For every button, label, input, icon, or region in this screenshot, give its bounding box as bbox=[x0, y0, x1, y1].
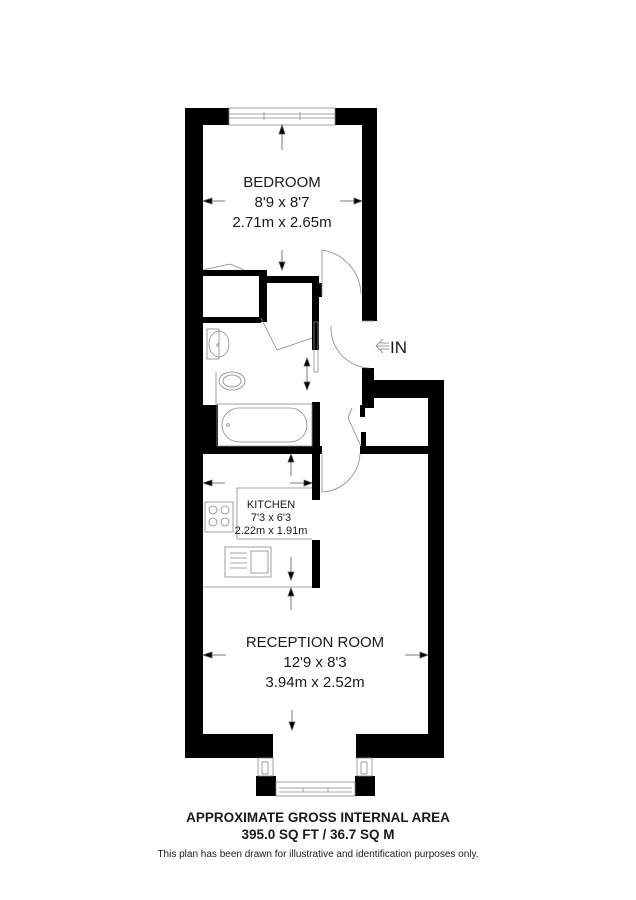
walls bbox=[185, 108, 444, 796]
worktop-line bbox=[236, 487, 312, 539]
room-name: RECEPTION ROOM bbox=[246, 634, 384, 651]
room-metric: 2.22m x 1.91m bbox=[235, 525, 308, 537]
area-value: 395.0 SQ FT / 36.7 SQ M bbox=[241, 827, 395, 842]
hob-icon bbox=[204, 501, 234, 533]
room-imperial: 8'9 x 8'7 bbox=[255, 194, 310, 211]
room-imperial: 12'9 x 8'3 bbox=[283, 654, 346, 671]
room-label-bedroom: BEDROOM 8'9 x 8'7 2.71m x 2.65m bbox=[232, 174, 331, 231]
room-name: KITCHEN bbox=[247, 499, 295, 511]
entrance-marker: IN bbox=[375, 338, 407, 357]
area-title: APPROXIMATE GROSS INTERNAL AREA bbox=[186, 810, 450, 825]
room-imperial: 7'3 x 6'3 bbox=[251, 512, 291, 524]
dimension-arrows bbox=[201, 123, 430, 732]
room-label-kitchen: KITCHEN 7'3 x 6'3 2.22m x 1.91m bbox=[235, 499, 308, 537]
room-label-reception: RECEPTION ROOM 12'9 x 8'3 3.94m x 2.52m bbox=[246, 634, 384, 691]
bathtub-icon bbox=[216, 403, 313, 447]
sink-icon bbox=[224, 546, 272, 578]
doors bbox=[202, 249, 374, 493]
toilet-icon bbox=[215, 371, 246, 405]
arrow-left-icon bbox=[375, 338, 389, 354]
windows bbox=[228, 107, 373, 797]
room-metric: 3.94m x 2.52m bbox=[265, 674, 364, 691]
entrance-label: IN bbox=[390, 338, 407, 357]
room-metric: 2.71m x 2.65m bbox=[232, 214, 331, 231]
basin-icon bbox=[206, 328, 230, 360]
disclaimer: This plan has been drawn for illustrativ… bbox=[157, 849, 479, 860]
fixtures bbox=[203, 328, 313, 588]
room-name: BEDROOM bbox=[243, 174, 321, 191]
